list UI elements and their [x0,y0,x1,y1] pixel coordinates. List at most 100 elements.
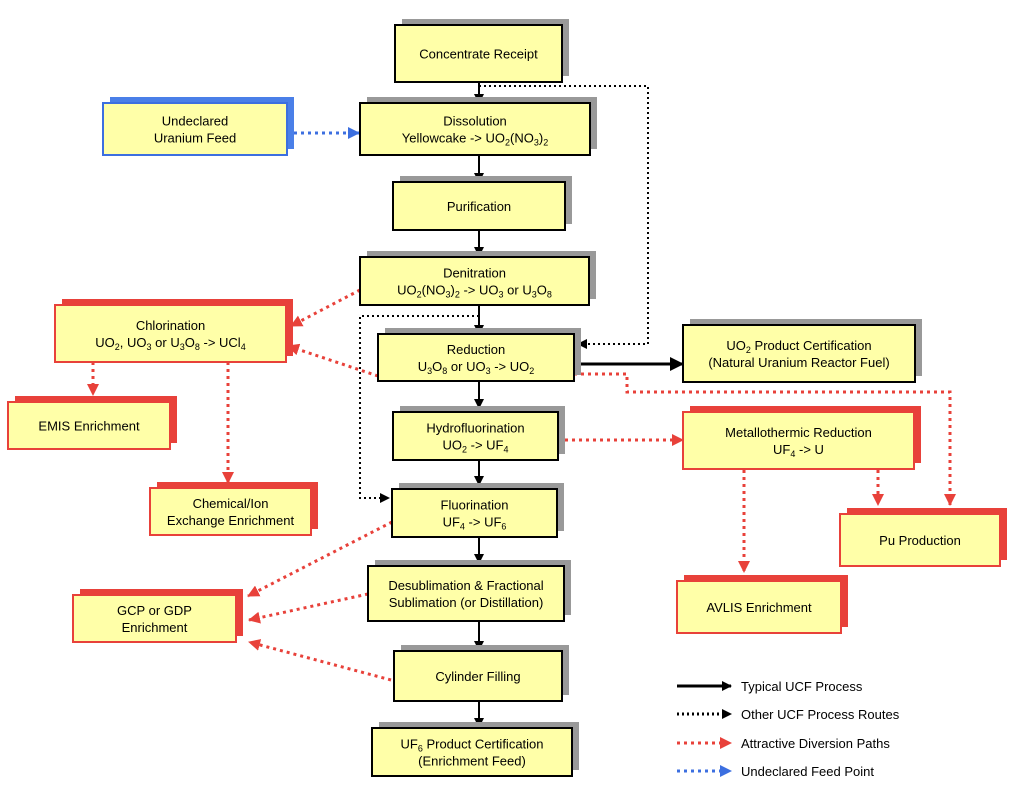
legend-label: Undeclared Feed Point [741,764,874,779]
box-body [676,580,842,634]
box-label-line: Undeclared [162,114,229,129]
box-label-line: Concentrate Receipt [419,47,538,62]
subscript: 2 [462,445,467,455]
diversion-reduction-to-chlorination [287,343,379,378]
text-segment: or U [504,283,532,298]
box-label-line: UO2, UO3 or U3O8 -> UCl4 [95,335,245,352]
subscript: 2 [417,290,422,300]
text-segment: (NO [422,283,446,298]
legend-item: Undeclared Feed Point [677,764,874,779]
box-label-line: Enrichment [122,620,188,635]
subscript: 6 [418,744,423,754]
text-segment: -> UF [467,438,504,453]
box-label-line: EMIS Enrichment [38,419,140,434]
legend-label: Attractive Diversion Paths [741,736,890,751]
arrows [87,82,956,728]
box-label-line: Metallothermic Reduction [725,425,872,440]
route-dissolution-bypass-to-reduction [479,85,649,349]
box-cylinder-filling: Cylinder Filling [393,645,569,702]
box-body [393,650,563,702]
text-segment: (Natural Uranium Reactor Fuel) [708,355,889,370]
text-segment: Concentrate Receipt [419,47,538,62]
subscript: 3 [486,366,491,376]
text-segment: UO [442,438,462,453]
box-label-line: Hydrofluorination [426,421,524,436]
text-segment: (Enrichment Feed) [418,754,526,769]
subscript: 4 [460,522,465,532]
box-body [839,513,1001,567]
box-emis-enrichment: EMIS Enrichment [7,396,177,450]
text-segment: UF [443,515,460,530]
box-body [391,488,558,538]
box-purification: Purification [392,176,572,231]
subscript: 8 [547,290,552,300]
box-pu-production: Pu Production [839,508,1007,567]
text-segment: Chemical/Ion [193,496,269,511]
subscript: 6 [501,522,506,532]
box-body [377,333,575,382]
box-body [359,102,591,156]
text-segment: Exchange Enrichment [167,513,295,528]
box-label-line: Desublimation & Fractional [388,578,543,593]
text-segment: ) [451,283,455,298]
box-label-line: AVLIS Enrichment [706,600,812,615]
text-segment: Denitration [443,266,506,281]
subscript: 3 [499,290,504,300]
text-segment: AVLIS Enrichment [706,600,812,615]
route-denitration-bypass-to-fluorination [359,315,479,503]
subscript: 4 [241,342,246,352]
subscript: 3 [180,342,185,352]
box-label-line: GCP or GDP [117,603,192,618]
box-gcp-gdp-enrichment: GCP or GDP Enrichment [72,589,243,643]
box-body [394,24,563,83]
subscript: 3 [534,138,539,148]
text-segment: Reduction [447,342,506,357]
text-segment: UO [397,283,417,298]
text-segment: Pu Production [879,533,961,548]
box-label-line: (Natural Uranium Reactor Fuel) [708,355,889,370]
box-body [682,324,916,383]
text-segment: GCP or GDP [117,603,192,618]
box-body [682,411,915,470]
diversion-desub-to-gcp [248,592,369,624]
diversion-fluorination-to-gcp [247,520,393,598]
box-label-line: Cylinder Filling [435,669,520,684]
subscript: 3 [147,342,152,352]
subscript: 4 [503,445,508,455]
text-segment: O [185,335,195,350]
box-label-line: Reduction [447,342,506,357]
subscript: 3 [427,366,432,376]
box-label-line: Exchange Enrichment [167,513,295,528]
box-label-line: UO2(NO3)2 -> UO3 or U3O8 [397,283,552,300]
text-segment: ) [539,131,543,146]
text-segment: Product Certification [751,338,872,353]
subscript: 2 [543,138,548,148]
box-body [359,256,590,306]
box-label-line: Chlorination [136,318,205,333]
text-segment: Fluorination [441,498,509,513]
text-segment: -> UCl [200,335,241,350]
text-segment: Product Certification [423,737,544,752]
text-segment: Enrichment [122,620,188,635]
box-uo2-product-certification: UO2 Product Certification(Natural Uraniu… [682,319,922,383]
box-body [102,102,288,156]
text-segment: Sublimation (or Distillation) [389,595,544,610]
text-segment: Metallothermic Reduction [725,425,872,440]
box-label-line: Chemical/Ion [193,496,269,511]
box-uf6-product-certification: UF6 Product Certification (Enrichment Fee… [371,722,579,777]
legend-label: Other UCF Process Routes [741,707,900,722]
text-segment: UF [400,737,417,752]
subscript: 8 [442,366,447,376]
text-segment: -> UO [460,283,499,298]
diversion-reduction-to-pu [574,372,956,506]
